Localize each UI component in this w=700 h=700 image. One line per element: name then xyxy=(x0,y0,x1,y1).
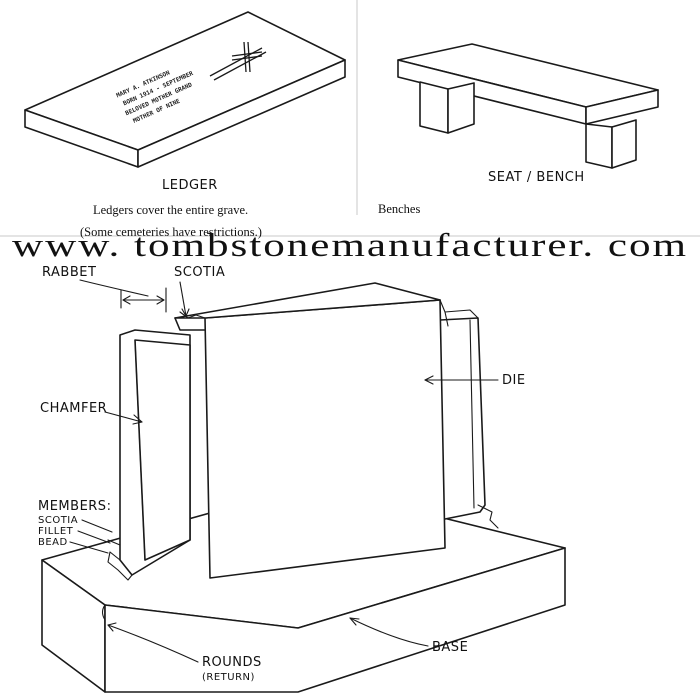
ledger-caption-note: (Some cemeteries have restrictions.) xyxy=(80,225,262,239)
chamfer-label: CHAMFER xyxy=(40,401,107,416)
members-item-scotia: SCOTIA xyxy=(38,515,78,526)
base-callout: BASE xyxy=(349,617,468,655)
rabbet-callout: RABBET xyxy=(42,265,167,313)
bench-caption: Benches xyxy=(378,202,420,216)
bench-drawing: SEAT / BENCH xyxy=(397,43,659,185)
rounds-callout: ROUNDS (RETURN) xyxy=(107,622,262,683)
ledger-caption: Ledgers cover the entire grave. xyxy=(93,203,248,217)
ledger-drawing: MARY A. ATKINSON BORN 1914 - SEPTEMBER B… xyxy=(24,11,346,193)
rabbet-label: RABBET xyxy=(42,265,96,280)
members-title: MEMBERS: xyxy=(38,499,111,514)
die-label: DIE xyxy=(502,373,526,388)
cross-icon xyxy=(209,41,267,81)
watermark-text: www. tombstonemanufacturer. com xyxy=(12,228,688,264)
headstone-drawing xyxy=(41,282,566,693)
members-item-fillet: FILLET xyxy=(38,526,74,537)
members-item-bead: BEAD xyxy=(38,537,68,548)
rounds-label: ROUNDS xyxy=(202,655,262,670)
scotia-callout: SCOTIA xyxy=(174,265,225,317)
chamfer-callout: CHAMFER xyxy=(40,401,143,425)
ledger-label: LEDGER xyxy=(162,178,218,193)
die-callout: DIE xyxy=(424,373,526,388)
rounds-sub-label: (RETURN) xyxy=(202,672,255,683)
scotia-label: SCOTIA xyxy=(174,265,225,280)
bench-label: SEAT / BENCH xyxy=(488,170,585,185)
members-callout: MEMBERS: SCOTIA FILLET BEAD xyxy=(38,499,113,554)
base-label: BASE xyxy=(432,640,468,655)
